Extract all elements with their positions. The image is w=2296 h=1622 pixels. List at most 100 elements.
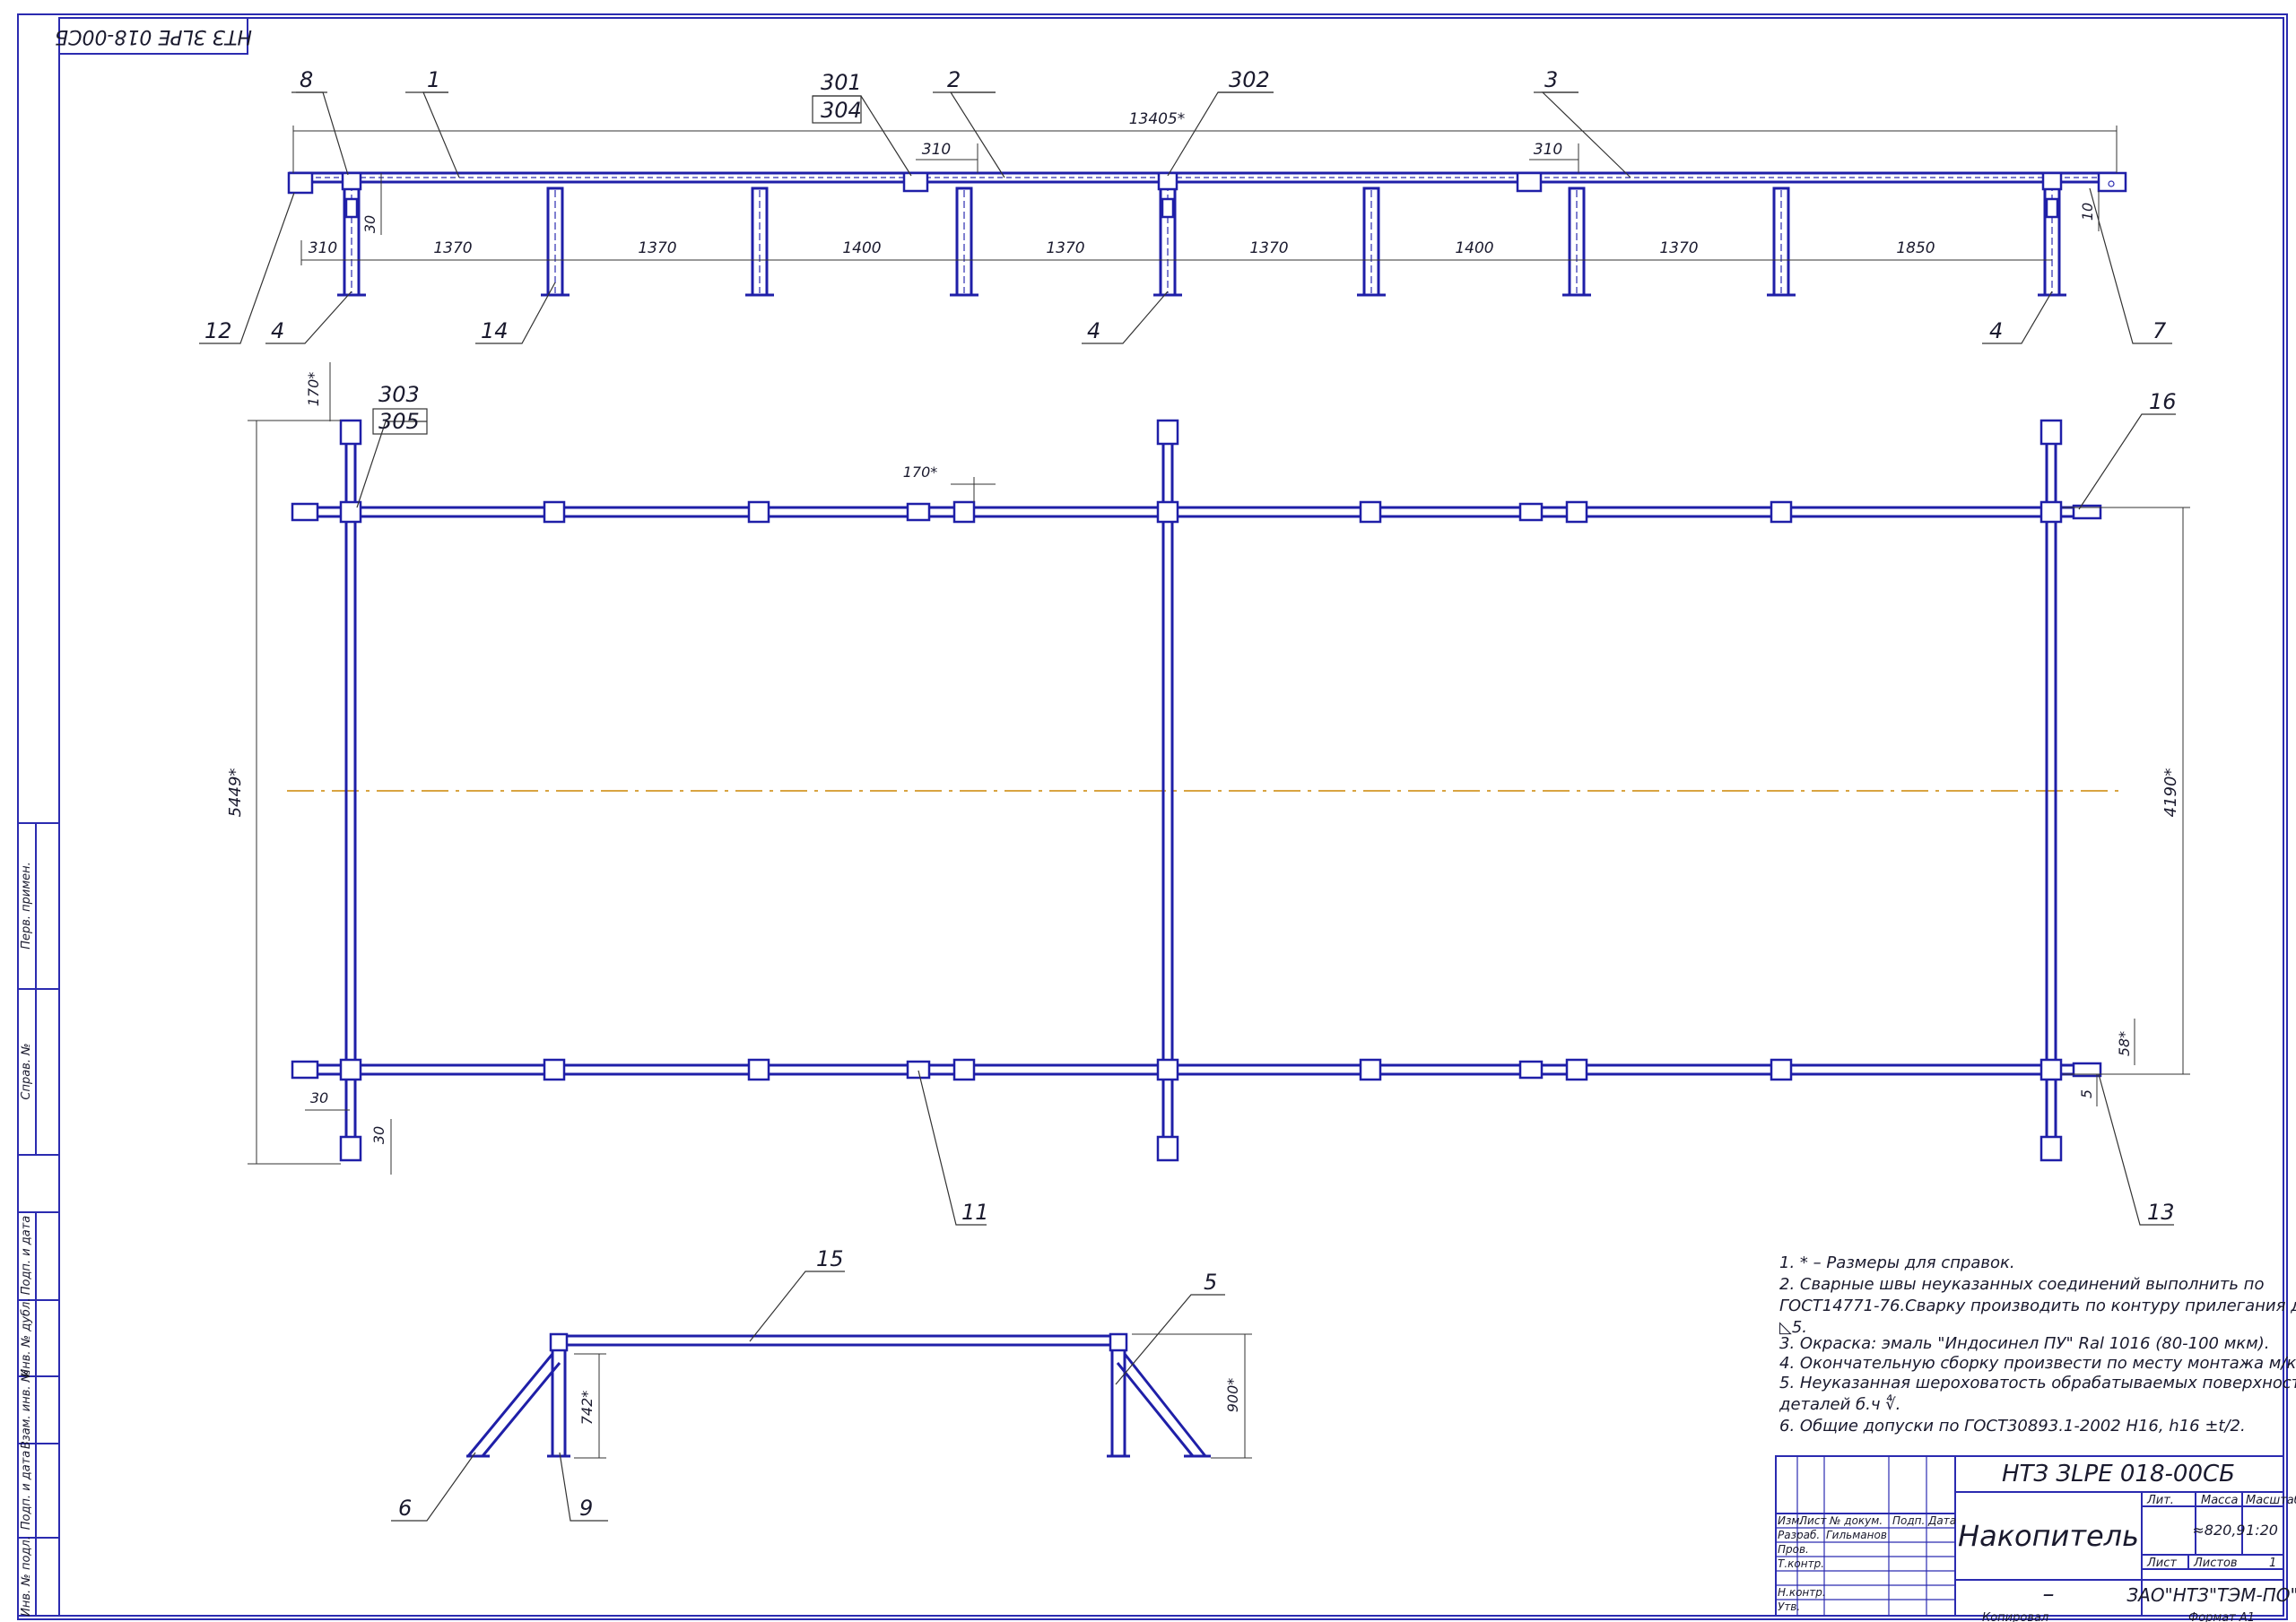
doc-mass: ≈820,9 <box>2192 1522 2245 1539</box>
doc-code: НТЗ ЗLPE 018-00СБ <box>2002 1461 2235 1488</box>
callout-3: 3 <box>1544 67 1558 92</box>
callout-7: 7 <box>2152 318 2167 343</box>
sheets-label: Листов <box>2193 1557 2238 1570</box>
dim-170a: 170* <box>305 372 322 407</box>
title-block: Изм. Лист № докум. Подп. Дата Разраб. Ги… <box>1775 1455 2296 1622</box>
doc-dash: – <box>2043 1581 2055 1608</box>
dim-742: 742* <box>578 1391 596 1426</box>
callout-301: 301 <box>821 70 862 95</box>
outer-border <box>17 13 2288 1620</box>
side-label-4: Взам. инв. № <box>20 1370 33 1449</box>
callout-4c: 4 <box>1989 318 2003 343</box>
callout-304: 304 <box>821 98 862 123</box>
callout-4b: 4 <box>1087 318 1100 343</box>
side-label-1: Справ. № <box>20 1043 33 1099</box>
callout-305: 305 <box>378 409 420 434</box>
dim-170b: 170* <box>903 464 938 481</box>
callout-11: 11 <box>961 1200 989 1225</box>
stamp-row-5: Утв. <box>1778 1600 1800 1613</box>
note-3: 3. Окраска: эмаль "Индосинел ПУ" Ral 101… <box>1779 1334 2270 1353</box>
doc-format: Формат А1 <box>2188 1611 2255 1622</box>
note-2b: ГОСТ14771-76.Сварку производить по конту… <box>1779 1297 2296 1315</box>
stamp-col-0: Изм. <box>1778 1514 1803 1527</box>
stamp-developer: Гильманов <box>1826 1529 1887 1541</box>
side-label-5: Подп. и дата <box>20 1451 33 1531</box>
header-lit: Лит. <box>2146 1494 2174 1507</box>
dim-span-5: 1370 <box>1249 239 1288 257</box>
side-legs <box>337 180 2066 297</box>
callout-16: 16 <box>2149 389 2177 414</box>
doc-company: ЗАО"НТЗ"ТЭМ-ПО" <box>2126 1584 2296 1606</box>
mirrored-code: НТЗ ЗLPE 018-00СБ <box>55 25 252 48</box>
note-5: 5. Неуказанная шероховатость обрабатывае… <box>1779 1374 2296 1392</box>
side-label-3: Инв. № дубл. <box>20 1298 33 1378</box>
sheets-value: 1 <box>2269 1557 2276 1570</box>
dim-v10: 10 <box>2079 203 2096 221</box>
callout-8: 8 <box>300 67 313 92</box>
header-massa: Масса <box>2201 1494 2238 1507</box>
dim-310b: 310 <box>1534 141 1562 159</box>
dim-900: 900* <box>1224 1378 1241 1413</box>
dim-overall: 13405* <box>1129 110 1186 128</box>
mirrored-code-box: НТЗ ЗLPE 018-00СБ <box>55 17 252 55</box>
dim-310a: 310 <box>922 141 951 159</box>
note-1: 1. * – Размеры для справок. <box>1779 1253 2015 1272</box>
callout-5: 5 <box>1204 1270 1217 1295</box>
callout-1: 1 <box>427 67 440 92</box>
dim-58: 58* <box>2116 1031 2133 1056</box>
dim-5: 5 <box>2078 1089 2095 1098</box>
plan-view: 5449* 4190* 170* 170* 30 30 58* 5 303 30… <box>226 362 2190 1226</box>
dim-span-1: 1370 <box>433 239 472 257</box>
callout-6: 6 <box>398 1496 412 1521</box>
note-2: 2. Сварные швы неуказанных соединений вы… <box>1779 1275 2264 1294</box>
stamp-col-2: № докум. <box>1829 1514 1883 1527</box>
side-label-2: Подп. и дата <box>20 1216 33 1296</box>
dim-span-7: 1370 <box>1659 239 1698 257</box>
side-label-0: Перв. примен. <box>20 862 33 950</box>
doc-title: Накопитель <box>1958 1519 2139 1553</box>
callout-4a: 4 <box>271 318 284 343</box>
callout-9: 9 <box>579 1496 593 1521</box>
note-4: 4. Окончательную сборку произвести по ме… <box>1779 1354 2296 1373</box>
doc-copied: Копировал <box>1982 1611 2048 1622</box>
section-view: 742* 900* 15 5 6 9 <box>391 1246 1252 1522</box>
callout-15: 15 <box>816 1246 844 1271</box>
side-label-6: Инв. № подл. <box>20 1536 33 1617</box>
stamp-col-4: Дата <box>1927 1514 1956 1527</box>
plan-leg-squares <box>339 500 2063 1081</box>
callout-303: 303 <box>378 382 420 407</box>
dim-4190: 4190* <box>2161 768 2180 818</box>
stamp-col-3: Подп. <box>1892 1514 1925 1527</box>
dim-span-0: 310 <box>309 239 337 257</box>
dim-span-4: 1370 <box>1046 239 1084 257</box>
callout-302: 302 <box>1229 67 1270 92</box>
technical-notes: 1. * – Размеры для справок. 2. Сварные ш… <box>1779 1253 2296 1436</box>
dim-30b: 30 <box>370 1126 387 1144</box>
dim-span-3: 1400 <box>842 239 881 257</box>
sheet-label: Лист <box>2146 1557 2177 1570</box>
dim-v30: 30 <box>361 215 378 233</box>
stamp-col-1: Лист <box>1798 1514 1827 1527</box>
doc-scale: 1:20 <box>2246 1522 2278 1539</box>
dim-30a: 30 <box>310 1089 328 1106</box>
header-masshtab: Масштаб <box>2246 1494 2296 1507</box>
callout-12: 12 <box>204 318 232 343</box>
note-6: 6. Общие допуски по ГОСТ30893.1-2002 H16… <box>1779 1417 2246 1436</box>
stamp-row-0: Разраб. <box>1778 1529 1820 1541</box>
stamp-row-4: Н.контр. <box>1778 1586 1826 1599</box>
dim-span-2: 1370 <box>638 239 676 257</box>
inner-border <box>58 17 2284 1617</box>
dim-span-8: 1850 <box>1896 239 1935 257</box>
side-label-strip: Перв. примен. Справ. № Подп. и дата Инв.… <box>17 822 60 1617</box>
note-5b: деталей б.ч ∜. <box>1779 1394 1900 1414</box>
stamp-row-1: Пров. <box>1778 1543 1809 1556</box>
note-2c: ◺5. <box>1779 1318 1807 1337</box>
dim-span-6: 1400 <box>1455 239 1493 257</box>
callout-14: 14 <box>481 318 509 343</box>
dim-5449: 5449* <box>226 768 245 818</box>
side-view: 13405* 310 1370 1370 1400 1370 1370 1400… <box>199 67 2172 344</box>
callout-2: 2 <box>947 67 961 92</box>
callout-13: 13 <box>2147 1200 2175 1225</box>
stamp-row-2: Т.контр. <box>1778 1557 1824 1570</box>
